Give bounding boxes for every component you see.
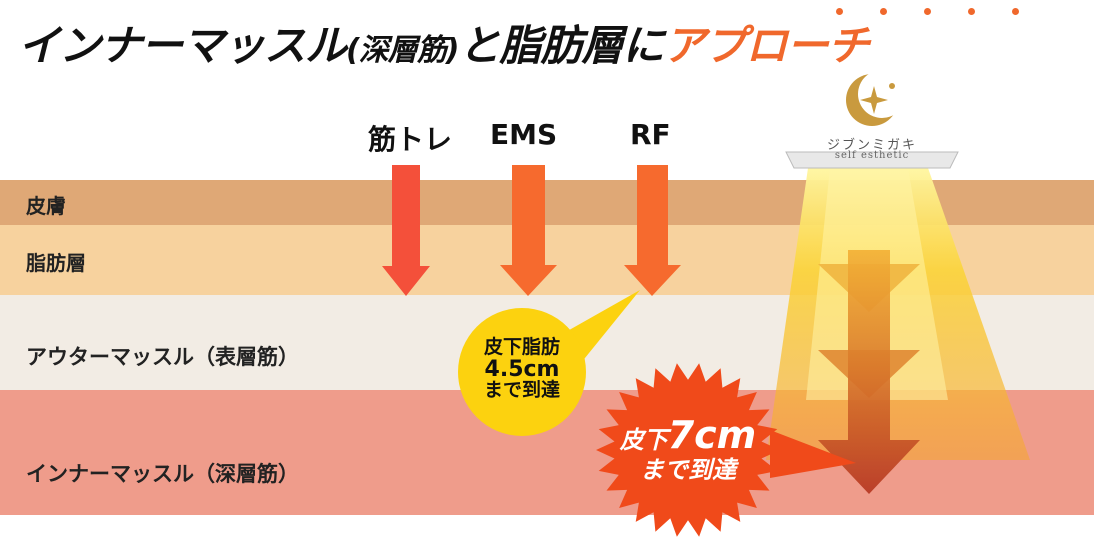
emphasis-dot: [836, 8, 843, 15]
arrow-rf: [624, 165, 681, 296]
callout-yellow-line2: 4.5cm: [484, 356, 560, 382]
emphasis-dot: [880, 8, 887, 15]
title-part-inner-muscle: インナーマッスル: [18, 21, 347, 70]
layer-label-skin: 皮膚: [26, 194, 66, 218]
emphasis-dot: [968, 8, 975, 15]
logo-name: ジブンミガキ: [826, 138, 917, 153]
callout-yellow-line1: 皮下脂肪: [483, 336, 560, 358]
crescent-sparkle-icon: [846, 72, 906, 126]
logo-subtitle: self esthetic: [834, 150, 910, 161]
callout-star-line1-prefix: 皮下: [619, 426, 668, 454]
brand-logo: ジブンミガキ self esthetic: [786, 72, 958, 168]
callout-star-line2: まで到達: [640, 455, 736, 484]
layer-label-fat: 脂肪層: [26, 251, 86, 275]
device-bar: [785, 151, 959, 169]
emphasis-dot: [924, 8, 931, 15]
callout-starburst: [596, 363, 780, 537]
callout-yellow-text: 皮下脂肪 4.5cm まで到達: [462, 336, 582, 402]
arrow-strength-training: [382, 165, 430, 296]
callout-pointer-star: [770, 430, 856, 478]
title-part-fat-layer: と脂肪層に: [458, 21, 664, 70]
callout-star-text: 皮下7cm まで到達: [600, 413, 776, 484]
emphasis-dot: [1012, 8, 1019, 15]
method-label-ems: EMS: [490, 118, 558, 151]
layer-label-outer-muscle: アウターマッスル（表層筋）: [26, 345, 299, 369]
method-label-strength-training: 筋トレ: [368, 123, 453, 156]
layer-label-inner-muscle: インナーマッスル（深層筋）: [26, 462, 299, 486]
title-part-approach: アプローチ: [663, 21, 869, 70]
starburst-shape: [596, 363, 780, 537]
title-part-deep-muscle: (深層筋): [346, 33, 459, 68]
arrow-ems: [500, 165, 557, 296]
callout-bubble-yellow: [458, 308, 586, 436]
method-label-rf: RF: [630, 118, 671, 151]
callout-yellow-line3: まで到達: [483, 379, 560, 402]
callout-star-depth: 7cm: [667, 413, 757, 457]
beam-arrow: [818, 250, 920, 494]
page-title: インナーマッスル(深層筋)と脂肪層にアプローチ: [0, 8, 1094, 72]
